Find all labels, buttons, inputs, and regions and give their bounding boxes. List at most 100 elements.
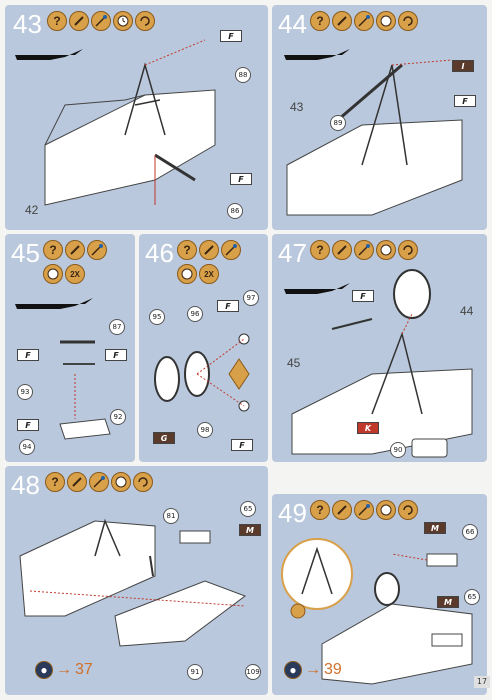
part-number: 92: [110, 409, 126, 425]
step-46-panel: 46 ? 2X 95 96 97 F 98 F G: [139, 234, 268, 462]
step-number: 49: [278, 498, 307, 528]
part-flag: F: [17, 419, 39, 431]
step-number: 48: [11, 470, 40, 500]
part-flag: F: [17, 349, 39, 361]
part-number: 66: [462, 524, 478, 540]
part-flag: M: [239, 524, 261, 536]
next-step-number: 37: [75, 661, 93, 678]
step-number: 47: [278, 238, 307, 268]
clock-icon: [111, 472, 131, 492]
next-step-number: 39: [324, 661, 342, 678]
clock-icon: [376, 500, 396, 520]
step-icons-row2: 2X: [43, 264, 85, 284]
part-number: 89: [330, 115, 346, 131]
rotate-icon: [398, 500, 418, 520]
part-number: 81: [163, 508, 179, 524]
part-number: 93: [17, 384, 33, 400]
part-flag: K: [357, 422, 379, 434]
step-icons: ?: [47, 11, 155, 31]
step-49-drawing: [281, 538, 473, 685]
part-number: 94: [19, 439, 35, 455]
help-icon: ?: [310, 240, 330, 260]
brush-icon: [89, 472, 109, 492]
step-icons: ?: [310, 240, 418, 260]
part-flag: F: [454, 95, 476, 107]
callout-label: 45: [287, 356, 301, 370]
part-flag: I: [452, 60, 474, 72]
callout-label: 43: [290, 100, 304, 114]
glue-icon: [332, 500, 352, 520]
brush-icon: [87, 240, 107, 260]
step-icons: ?: [310, 500, 418, 520]
step-43-panel: 43 ? F 88 F 86 42: [5, 5, 268, 230]
part-flag: M: [437, 596, 459, 608]
help-icon: ?: [310, 500, 330, 520]
step-icons: ?: [45, 472, 153, 492]
clock-icon: [113, 11, 133, 31]
help-icon: ?: [45, 472, 65, 492]
step-44-panel: 44 ? I 89 F 43: [272, 5, 487, 230]
step-number: 45: [11, 238, 40, 268]
help-icon: ?: [310, 11, 330, 31]
step-45-drawing: [15, 298, 111, 440]
callout-label: 42: [25, 203, 39, 217]
glue-icon: [69, 11, 89, 31]
part-number: 91: [187, 664, 203, 680]
step-icons: ?: [310, 11, 418, 31]
clock-icon: [376, 11, 396, 31]
paint-pot-icon: ●: [35, 661, 53, 679]
part-flag: F: [220, 30, 242, 42]
paint-pot-icon: ●: [284, 661, 302, 679]
glue-icon: [332, 240, 352, 260]
clock-icon: [376, 240, 396, 260]
part-number: 90: [390, 442, 406, 458]
part-flag: F: [231, 439, 253, 451]
repeat-badge: 2X: [65, 264, 85, 284]
rotate-icon: [398, 11, 418, 31]
next-step-indicator: ● → 39: [284, 661, 342, 679]
step-number: 46: [145, 238, 174, 268]
step-49-panel: 49 ? M 66 M 65 ● → 39: [272, 494, 487, 695]
part-number: 95: [149, 309, 165, 325]
help-icon: ?: [47, 11, 67, 31]
clock-icon: [177, 264, 197, 284]
glue-icon: [332, 11, 352, 31]
step-47-panel: 47 ? F 44 45 K 90: [272, 234, 487, 462]
step-48-drawing: [19, 518, 247, 647]
step-number: 44: [278, 9, 307, 39]
step-44-drawing: [284, 49, 463, 216]
step-45-panel: 45 ? 2X 87 F F 93 92 F 94: [5, 234, 135, 462]
part-number: 87: [109, 319, 125, 335]
step-46-drawing: [154, 333, 250, 412]
step-icons: ?: [177, 240, 241, 260]
page-number: 17: [474, 676, 490, 688]
glue-icon: [199, 240, 219, 260]
step-icons: ?: [43, 240, 107, 260]
glue-icon: [65, 240, 85, 260]
help-icon: ?: [43, 240, 63, 260]
arrow-right-icon: →: [305, 661, 321, 678]
part-number: 65: [240, 501, 256, 517]
next-step-indicator: ● → 37: [35, 661, 93, 679]
part-flag: F: [217, 300, 239, 312]
brush-icon: [354, 240, 374, 260]
step-number: 43: [13, 9, 42, 39]
rotate-icon: [133, 472, 153, 492]
part-number: 96: [187, 306, 203, 322]
part-number: 109: [245, 664, 261, 680]
clock-icon: [43, 264, 63, 284]
part-number: 65: [464, 589, 480, 605]
part-flag: M: [424, 522, 446, 534]
rotate-icon: [398, 240, 418, 260]
arrow-right-icon: →: [56, 661, 72, 678]
help-icon: ?: [177, 240, 197, 260]
part-number: 98: [197, 422, 213, 438]
step-icons-row2: 2X: [177, 264, 219, 284]
brush-icon: [354, 11, 374, 31]
callout-label: 44: [460, 304, 474, 318]
part-number: 86: [227, 203, 243, 219]
part-flag: F: [105, 349, 127, 361]
brush-icon: [91, 11, 111, 31]
repeat-badge: 2X: [199, 264, 219, 284]
part-flag: F: [352, 290, 374, 302]
